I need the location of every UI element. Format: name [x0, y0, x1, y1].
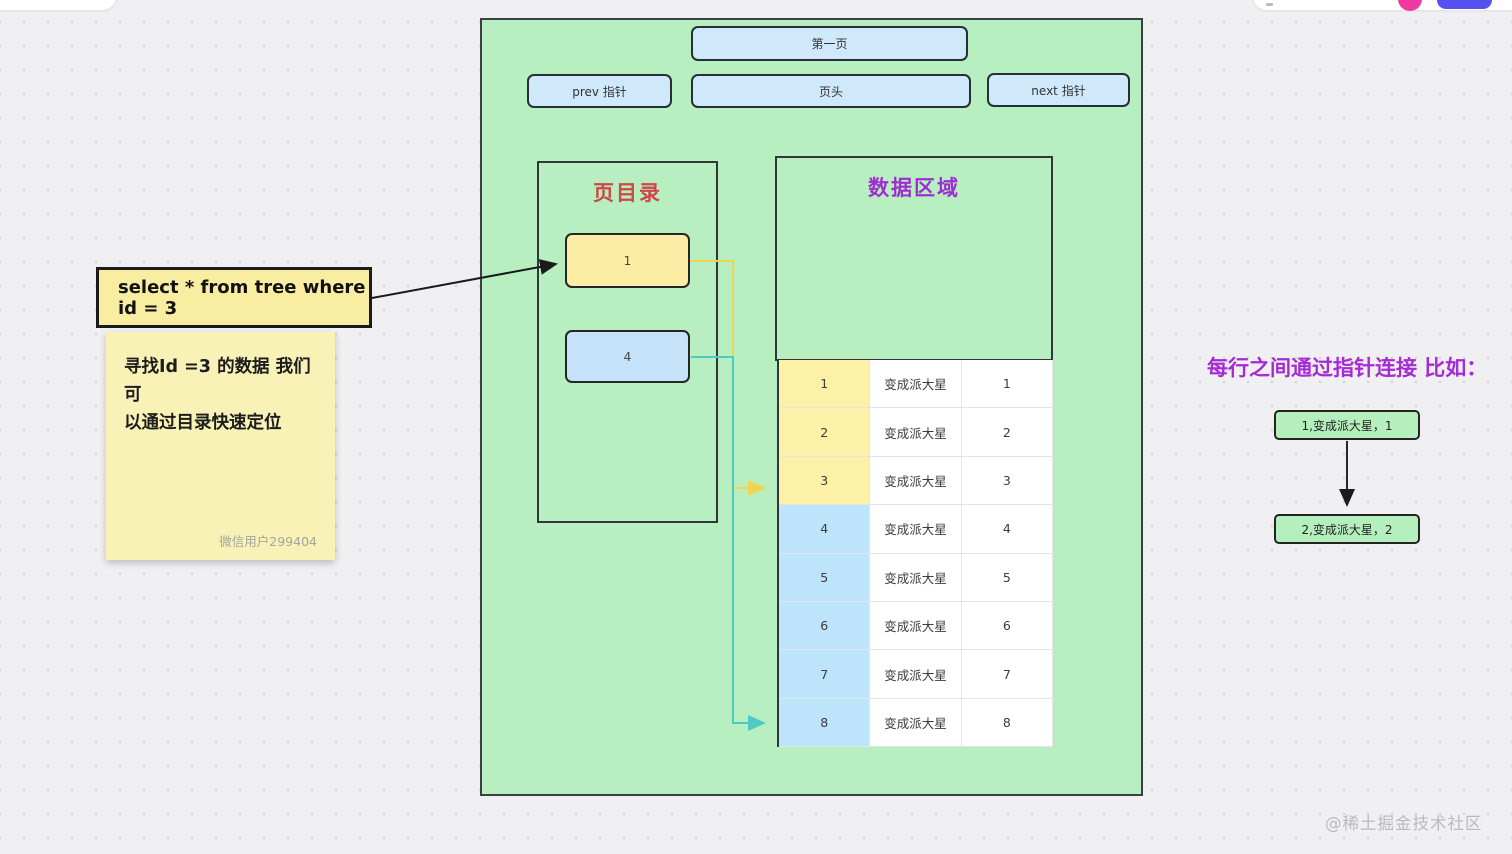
watermark: @稀土掘金技术社区: [1325, 814, 1483, 833]
prev-pointer-box[interactable]: prev 指针: [527, 74, 672, 108]
row-id-cell: 5: [779, 553, 871, 602]
row-id-cell: 8: [779, 698, 871, 748]
sticky-note-line-2: 以通过目录快速定位: [124, 413, 282, 433]
row-value-cell: 1: [961, 360, 1053, 409]
row-name-cell: 变成派大星: [870, 456, 962, 506]
pointer-example-title: 每行之间通过指针连接 比如：: [1207, 356, 1488, 380]
row-name-cell: 变成派大星: [870, 505, 962, 554]
row-value-cell: 4: [961, 505, 1053, 554]
page-directory-title: 页目录: [593, 181, 662, 205]
row-name-cell: 变成派大星: [870, 650, 962, 699]
row-value-cell: 6: [961, 601, 1053, 651]
sticky-note-author: 微信用户299404: [219, 534, 317, 549]
row-name-cell: 变成派大星: [870, 601, 962, 651]
row-name-cell: 变成派大星: [870, 408, 962, 457]
pointer-example-node-2[interactable]: 2,变成派大星，2: [1274, 514, 1420, 544]
row-name-cell: 变成派大星: [870, 698, 962, 748]
next-pointer-label: next 指针: [1031, 83, 1086, 98]
directory-entry-1[interactable]: 1: [565, 233, 690, 288]
top-left-toolbar: [0, 0, 116, 10]
pointer-example-node-1[interactable]: 1,变成派大星，1: [1274, 410, 1420, 440]
row-value-cell: 8: [961, 698, 1053, 748]
row-value-cell: 3: [961, 456, 1053, 506]
row-name-cell: 变成派大星: [870, 360, 962, 409]
directory-entry-4[interactable]: 4: [565, 330, 690, 383]
first-page-label: 第一页: [811, 37, 848, 51]
directory-entry-1-label: 1: [623, 253, 632, 268]
sql-query-box[interactable]: select * from tree where id = 3: [96, 267, 372, 328]
row-id-cell: 1: [779, 360, 871, 409]
row-id-cell: 4: [779, 505, 871, 554]
pointer-example-node-1-label: 1,变成派大星，1: [1301, 418, 1393, 433]
page-header-box[interactable]: 页头: [691, 74, 971, 108]
sticky-note[interactable]: 寻找Id =3 的数据 我们可 以通过目录快速定位 微信用户299404: [106, 332, 335, 560]
pointer-example-node-2-label: 2,变成派大星，2: [1301, 522, 1393, 537]
toolbar-icon: [1266, 3, 1273, 6]
top-right-toolbar: [1253, 0, 1512, 10]
row-name-cell: 变成派大星: [870, 553, 962, 602]
page-header-label: 页头: [818, 84, 843, 99]
row-id-cell: 3: [779, 456, 871, 506]
row-value-cell: 5: [961, 553, 1053, 602]
prev-pointer-label: prev 指针: [572, 84, 627, 99]
sticky-note-line-1: 寻找Id =3 的数据 我们可: [124, 357, 311, 405]
row-id-cell: 2: [779, 408, 871, 457]
first-page-box[interactable]: 第一页: [691, 26, 968, 61]
sql-query-text: select * from tree where id = 3: [118, 276, 366, 319]
data-area-title: 数据区域: [868, 176, 960, 200]
row-id-cell: 6: [779, 601, 871, 651]
directory-entry-4-label: 4: [623, 349, 632, 364]
share-button[interactable]: [1437, 0, 1492, 9]
row-value-cell: 2: [961, 408, 1053, 457]
row-id-cell: 7: [779, 650, 871, 699]
row-value-cell: 7: [961, 650, 1053, 699]
next-pointer-box[interactable]: next 指针: [987, 73, 1130, 107]
avatar[interactable]: [1398, 0, 1422, 11]
